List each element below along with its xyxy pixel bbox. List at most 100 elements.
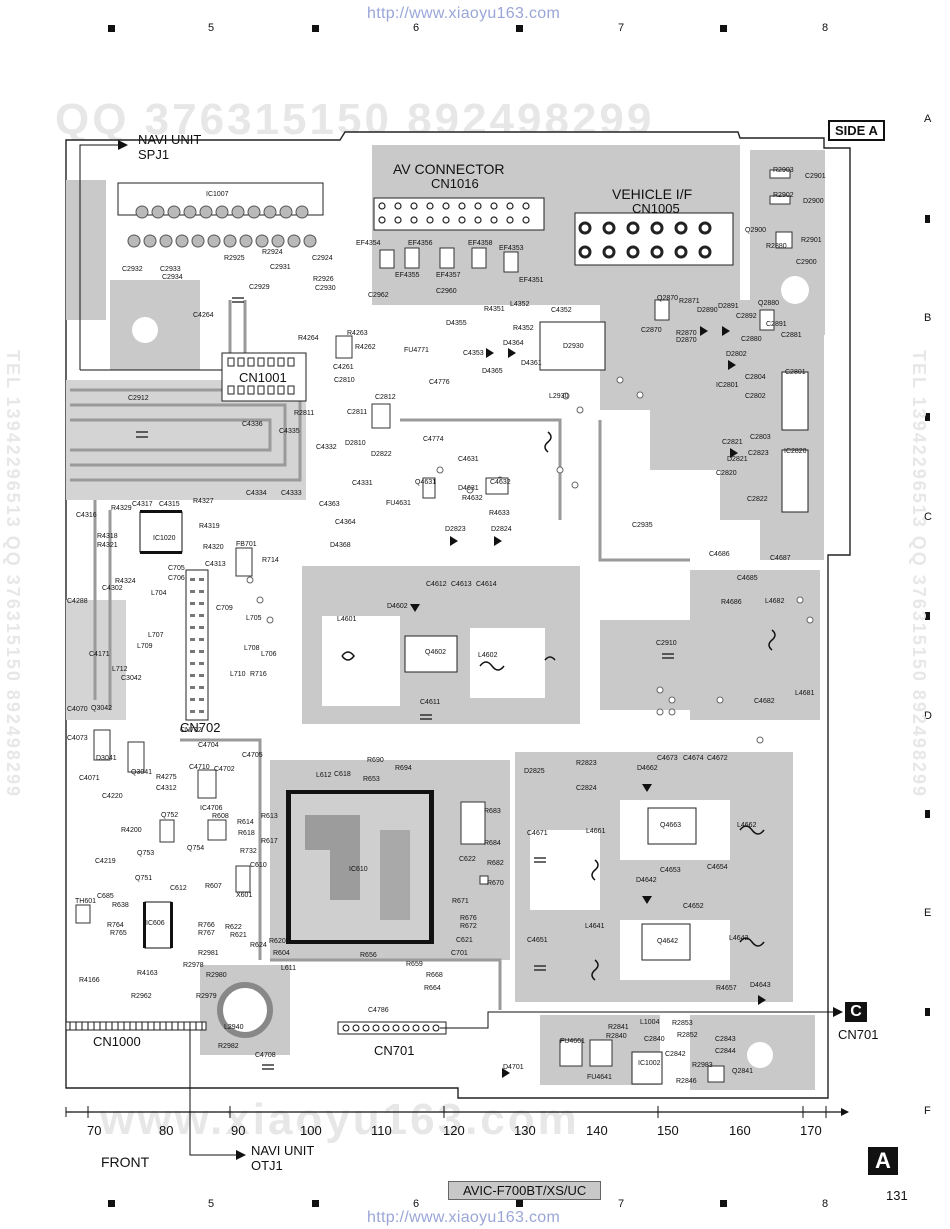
component-label: C705: [168, 565, 185, 572]
component-label: C610: [250, 862, 267, 869]
component-label: R608: [212, 813, 229, 820]
component-label: Q2870: [657, 295, 679, 302]
component-label: Q2900: [745, 227, 767, 234]
header-url[interactable]: http://www.xiaoyu163.com: [367, 5, 561, 22]
component-label: R672: [460, 923, 477, 930]
component-label: R2981: [198, 950, 219, 957]
component-label: C622: [459, 856, 476, 863]
component-label: C2892: [736, 313, 757, 320]
component-label: R607: [205, 883, 222, 890]
component-label: C4315: [159, 501, 180, 508]
component-label: R2983: [692, 1062, 713, 1069]
component-label: L4642: [729, 935, 749, 942]
component-label: L706: [261, 651, 277, 658]
component-label: R4163: [137, 970, 158, 977]
component-label: R732: [240, 848, 257, 855]
model-name: AVIC-F700BT/XS/UC: [448, 1181, 602, 1200]
watermark-bottom: www.xiaoyu163.com: [100, 1095, 580, 1144]
component-label: R4275: [156, 774, 177, 781]
component-label: D4602: [387, 603, 408, 610]
axis-tick: 160: [729, 1123, 751, 1138]
component-label: C2880: [741, 336, 762, 343]
component-label: R764: [107, 922, 124, 929]
component-label: C4611: [420, 699, 441, 706]
component-label: C706: [168, 575, 185, 582]
component-label: L704: [151, 590, 167, 597]
component-label: R2870: [676, 330, 697, 337]
component-label: C4332: [316, 444, 337, 451]
component-label: C4335: [279, 428, 300, 435]
component-label: C2802: [745, 393, 766, 400]
component-label: R2980: [206, 972, 227, 979]
component-label: L709: [137, 643, 153, 650]
component-label: C2811: [347, 409, 368, 416]
component-label: R690: [367, 757, 384, 764]
component-label: CN702: [180, 727, 202, 734]
component-label: D2821: [727, 456, 748, 463]
component-label: L4641: [585, 923, 605, 930]
component-label: C2933: [160, 266, 181, 273]
watermark-right: TEL 13942296513 QQ 376315150 892498299: [909, 350, 929, 798]
navi-unit-spj1-line2: SPJ1: [138, 147, 170, 162]
component-label: D4361: [521, 360, 542, 367]
component-label: C2870: [641, 327, 662, 334]
component-label: D2891: [718, 303, 739, 310]
component-label: C4334: [246, 490, 267, 497]
component-label: IC606: [146, 920, 165, 927]
component-label: C4653: [660, 867, 681, 874]
component-label: D2870: [676, 337, 697, 344]
component-label: D4662: [637, 765, 658, 772]
component-label: C2900: [796, 259, 817, 266]
component-label: L4662: [737, 822, 757, 829]
component-label: C4705: [242, 752, 263, 759]
page-number: 131: [886, 1188, 908, 1203]
component-label: R620: [269, 938, 286, 945]
component-label: R4262: [355, 344, 376, 351]
ruler-mark: [925, 413, 930, 421]
component-label: L712: [112, 666, 128, 673]
component-label: C2891: [766, 321, 787, 328]
component-label: Q3041: [131, 769, 153, 776]
component-label: C4687: [770, 555, 791, 562]
axis-tick: 170: [800, 1123, 822, 1138]
column-number: 7: [618, 1198, 625, 1210]
component-label: R2880: [766, 243, 787, 250]
component-label: L4681: [795, 690, 815, 697]
component-label: C4786: [368, 1007, 389, 1014]
component-label: C4302: [102, 585, 123, 592]
component-label: R714: [262, 557, 279, 564]
component-label: C2934: [162, 274, 183, 281]
ruler-mark: [925, 215, 930, 223]
component-label: R2853: [672, 1020, 693, 1027]
component-label: D4364: [503, 340, 524, 347]
component-label: C685: [97, 893, 114, 900]
row-letter: C: [924, 511, 932, 523]
cn701-ref-label: CN701: [838, 1027, 879, 1042]
ruler-mark: [925, 1008, 930, 1016]
component-label: C4674: [683, 755, 704, 762]
component-label: C4312: [156, 785, 177, 792]
component-label: C4073: [67, 735, 88, 742]
component-label: R766: [198, 922, 215, 929]
component-label: EF4353: [499, 245, 524, 252]
ruler-mark: [925, 810, 930, 818]
row-letter: E: [924, 907, 932, 919]
axis-tick: 100: [300, 1123, 322, 1138]
component-label: D4365: [482, 368, 503, 375]
component-label: R4321: [97, 542, 118, 549]
component-label: Q4602: [425, 649, 447, 656]
side-label: SIDE A: [828, 120, 885, 141]
component-label: R617: [261, 838, 278, 845]
component-label: R2925: [224, 255, 245, 262]
component-label: C4651: [527, 937, 548, 944]
component-label: C2822: [747, 496, 768, 503]
component-label: R694: [395, 765, 412, 772]
component-label: L611: [281, 965, 297, 972]
footer-url[interactable]: http://www.xiaoyu163.com: [367, 1209, 561, 1226]
component-label: EF4355: [395, 272, 420, 279]
component-label: FU4771: [404, 347, 429, 354]
component-label: D4701: [503, 1064, 524, 1071]
component-label: Q2841: [732, 1068, 754, 1075]
component-label: Q2880: [758, 300, 780, 307]
component-label: R659: [406, 961, 423, 968]
